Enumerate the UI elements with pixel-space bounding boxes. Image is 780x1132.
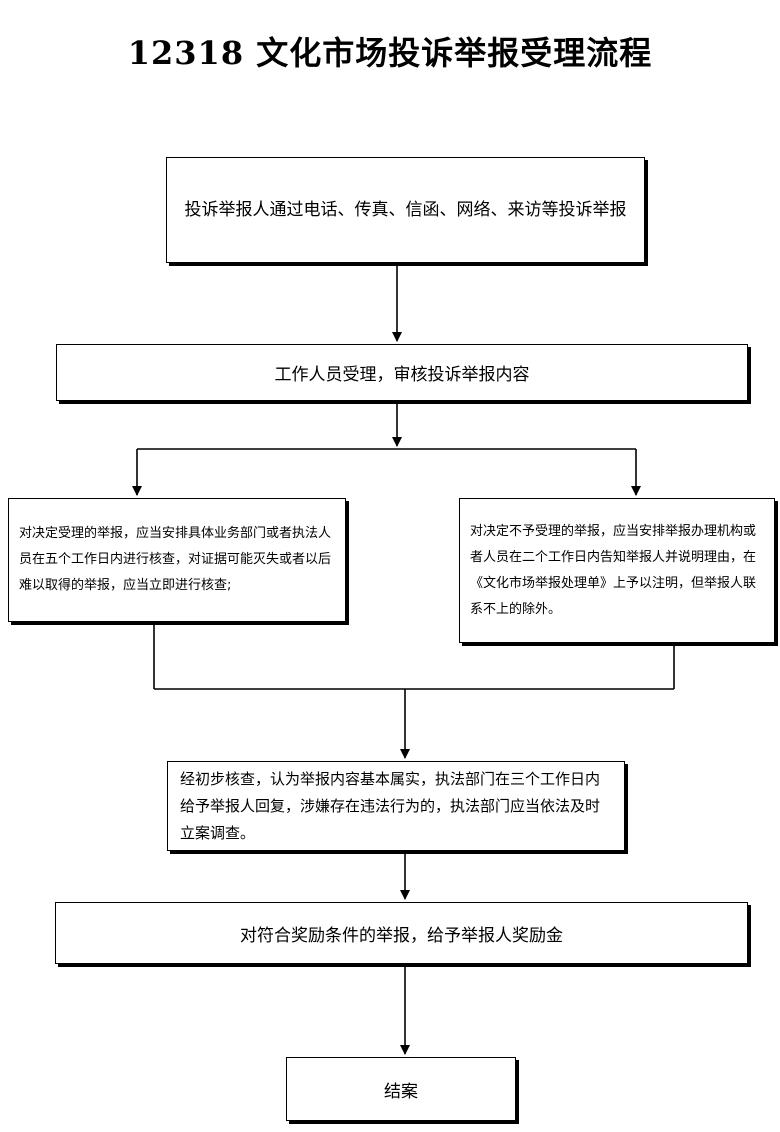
step-verify-text: 经初步核查，认为举报内容基本属实，执法部门在三个工作日内给予举报人回复，涉嫌存在… [180,769,601,842]
step-accept-review: 工作人员受理，审核投诉举报内容 [56,344,748,401]
step-submit-text: 投诉举报人通过电话、传真、信函、网络、来访等投诉举报 [184,200,627,220]
step-reward-text: 对符合奖励条件的举报，给予举报人奖励金 [240,925,563,946]
step-decide-accept: 对决定受理的举报，应当安排具体业务部门或者执法人员在五个工作日内进行核查，对证据… [8,498,346,622]
step-decide-reject: 对决定不予受理的举报，应当安排举报办理机构或者人员在二个工作日内告知举报人并说明… [459,498,775,643]
step-preliminary-verification: 经初步核查，认为举报内容基本属实，执法部门在三个工作日内给予举报人回复，涉嫌存在… [167,761,625,851]
step-decide-accept-text: 对决定受理的举报，应当安排具体业务部门或者执法人员在五个工作日内进行核查，对证据… [19,526,332,593]
step-accept-text: 工作人员受理，审核投诉举报内容 [274,365,530,385]
page-title: 12318 文化市场投诉举报受理流程 [127,34,653,72]
step-close-case: 结案 [286,1057,516,1121]
step-submit-complaint: 投诉举报人通过电话、传真、信函、网络、来访等投诉举报 [166,157,645,263]
step-reward: 对符合奖励条件的举报，给予举报人奖励金 [55,902,748,964]
step-decide-reject-text: 对决定不予受理的举报，应当安排举报办理机构或者人员在二个工作日内告知举报人并说明… [470,523,757,617]
step-close-text: 结案 [384,1081,418,1102]
